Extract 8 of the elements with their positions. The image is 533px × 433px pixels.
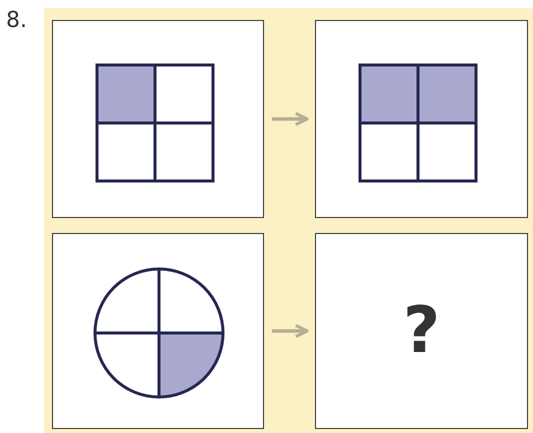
- panel: [315, 233, 528, 429]
- panel: [52, 233, 264, 429]
- question-number: 8.: [6, 8, 27, 33]
- panel: [315, 20, 528, 218]
- arrow: [272, 324, 309, 338]
- question-mark-text: ?: [402, 299, 442, 363]
- arrow: [272, 112, 309, 126]
- panel: [52, 20, 264, 218]
